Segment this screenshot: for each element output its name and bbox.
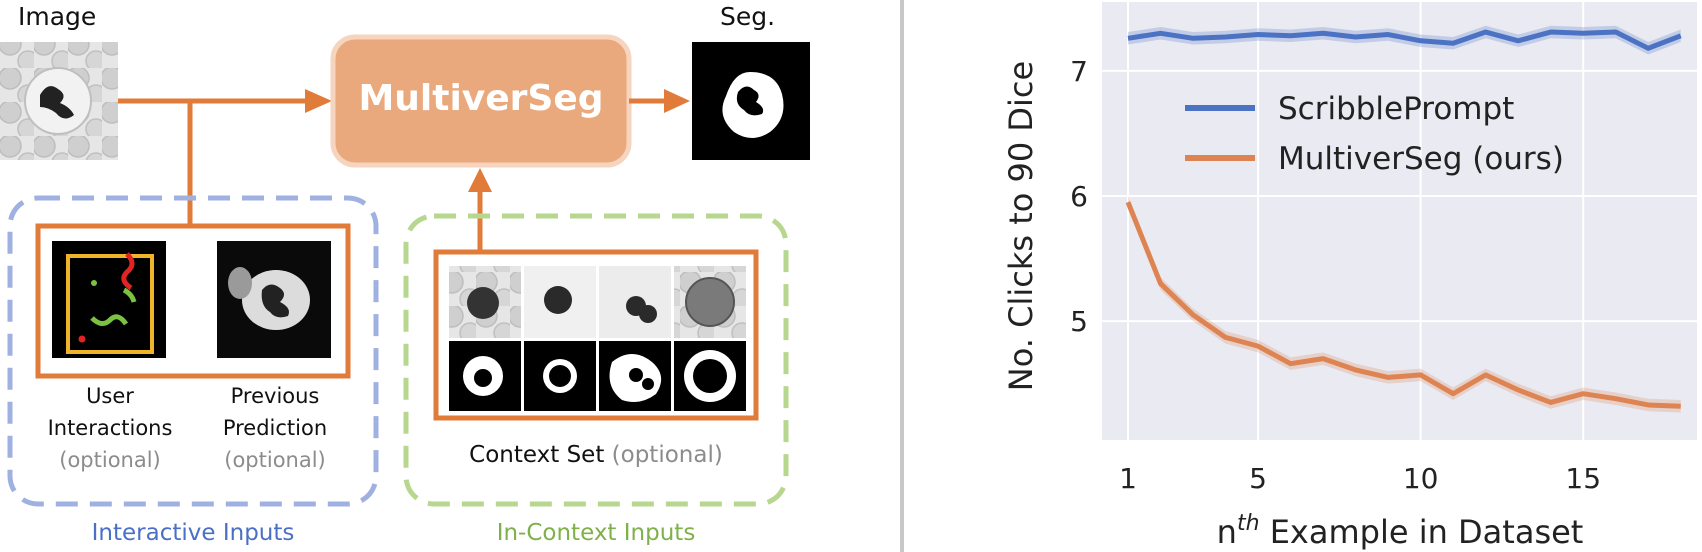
context-set-text: Context Set bbox=[469, 442, 605, 468]
in-context-inputs-box bbox=[403, 213, 789, 507]
previous-prediction-line1: Previous bbox=[230, 384, 320, 408]
plot-background bbox=[1102, 2, 1697, 440]
context-set-thumbnails bbox=[449, 266, 746, 411]
previous-prediction-thumbnail bbox=[217, 241, 331, 358]
previous-prediction-line2: Prediction bbox=[222, 416, 328, 440]
user-interactions-line1: User bbox=[86, 384, 134, 408]
x-axis-label-suffix: Example in Dataset bbox=[1260, 513, 1584, 551]
interactive-inputs-label: Interactive Inputs bbox=[91, 520, 295, 546]
series-lines bbox=[1125, 29, 1682, 409]
series-line-0 bbox=[1127, 29, 1682, 51]
interactive-inputs-box bbox=[7, 195, 379, 507]
context-set-label: Context Set (optional) bbox=[406, 442, 786, 468]
y-tick-labels: 5 6 7 bbox=[1070, 55, 1088, 338]
previous-prediction-label: Previous Prediction (optional) bbox=[195, 380, 355, 476]
y-tick-label: 6 bbox=[1070, 180, 1088, 213]
x-tick-label: 15 bbox=[1565, 462, 1601, 495]
y-tick-label: 5 bbox=[1070, 305, 1088, 338]
user-interactions-line2: Interactions bbox=[47, 416, 173, 440]
previous-prediction-optional: (optional) bbox=[224, 448, 326, 472]
x-tick-label: 1 bbox=[1119, 462, 1137, 495]
panel-separator bbox=[900, 0, 904, 552]
arrowhead-model-left bbox=[305, 89, 332, 113]
x-axis-label: nth Example in Dataset bbox=[1217, 511, 1584, 551]
x-axis-label-prefix: n bbox=[1217, 513, 1237, 551]
input-image bbox=[0, 42, 118, 160]
model-label: MultiverSeg bbox=[358, 78, 604, 119]
context-set-optional: (optional) bbox=[611, 442, 723, 468]
seg-label: Seg. bbox=[720, 2, 776, 31]
x-tick-label: 10 bbox=[1403, 462, 1439, 495]
segmentation-output bbox=[692, 42, 810, 160]
legend-label-0: ScribblePrompt bbox=[1278, 91, 1514, 127]
legend-label-1: MultiverSeg (ours) bbox=[1278, 141, 1564, 177]
y-axis-label: No. Clicks to 90 Dice bbox=[1002, 61, 1040, 391]
user-interactions-label: User Interactions (optional) bbox=[30, 380, 190, 476]
arrowhead-model-bottom bbox=[468, 168, 492, 192]
series-line-1 bbox=[1125, 201, 1681, 409]
diagram-graphics bbox=[0, 34, 810, 507]
image-label: Image bbox=[18, 2, 97, 31]
user-interactions-optional: (optional) bbox=[59, 448, 161, 472]
user-interactions-thumbnail bbox=[52, 241, 166, 358]
x-tick-label: 5 bbox=[1249, 462, 1267, 495]
x-axis-label-sup: th bbox=[1237, 511, 1260, 536]
y-tick-label: 7 bbox=[1070, 55, 1088, 88]
arrowhead-seg bbox=[664, 89, 690, 113]
in-context-inputs-label: In-Context Inputs bbox=[496, 520, 696, 546]
